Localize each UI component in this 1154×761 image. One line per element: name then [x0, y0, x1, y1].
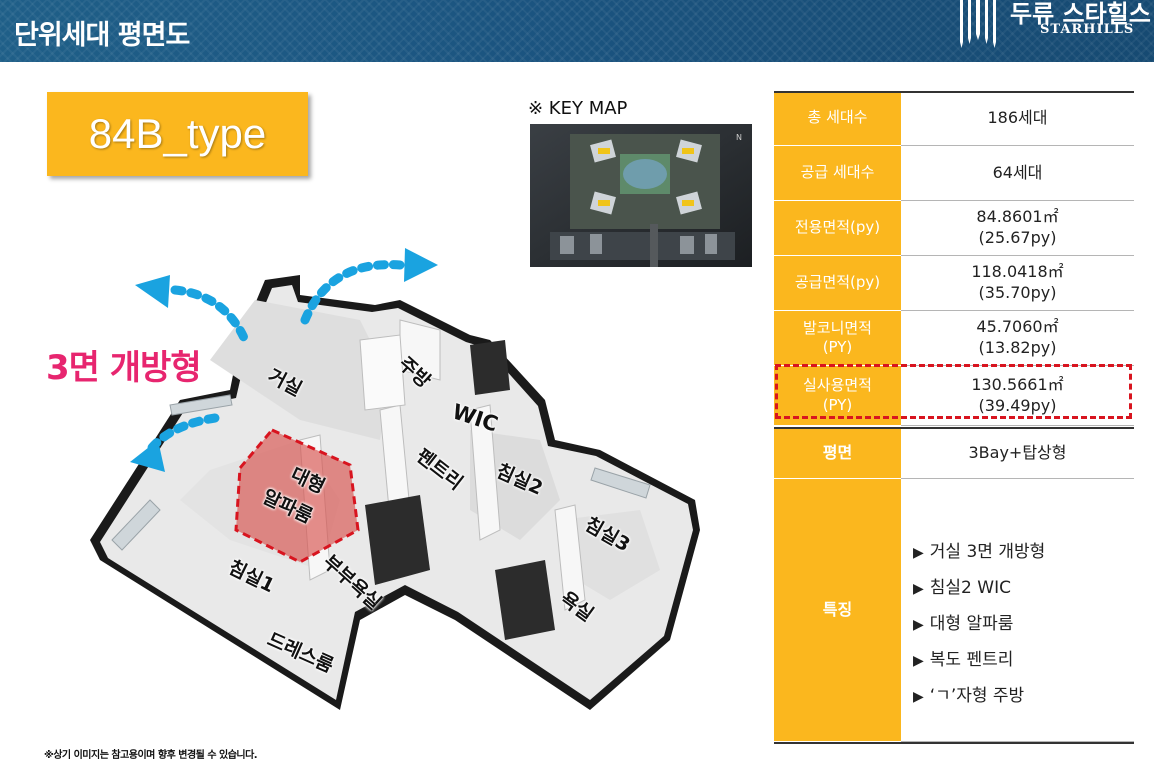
triangle-bullet-icon: ▶: [913, 581, 924, 597]
spec-value: 186세대: [901, 91, 1134, 146]
spec-row-features: 특징 ▶ 거실 3면 개방형 ▶ 침실2 WIC ▶ 대형 알파룸 ▶ 복도 펜트리 ▶…: [774, 479, 1134, 742]
spec-row-exclusive-area: 전용면적(py) 84.8601㎡ (25.67py): [774, 201, 1134, 256]
spec-label: 발코니면적 (PY): [774, 311, 901, 366]
feature-text: 복도 펜트리: [929, 650, 1014, 670]
spec-value: 84.8601㎡ (25.67py): [901, 201, 1134, 256]
table-middle-rule: [774, 427, 1134, 429]
triangle-bullet-icon: ▶: [913, 653, 924, 669]
spec-row-supply-households: 공급 세대수 64세대: [774, 146, 1134, 201]
feature-list: ▶ 거실 3면 개방형 ▶ 침실2 WIC ▶ 대형 알파룸 ▶ 복도 펜트리 ▶ ‘ㄱ’…: [913, 535, 1045, 715]
spec-value: 3Bay+탑상형: [901, 429, 1134, 479]
spec-label: 전용면적(py): [774, 201, 901, 256]
spec-row-total-households: 총 세대수 186세대: [774, 91, 1134, 146]
triangle-bullet-icon: ▶: [913, 545, 924, 561]
logo-english-text: STARHILLS: [1040, 22, 1135, 37]
openness-highlight-text: 3면 개방형: [46, 348, 202, 388]
spec-row-supply-area: 공급면적(py) 118.0418㎡ (35.70py): [774, 256, 1134, 311]
triangle-bullet-icon: ▶: [913, 689, 924, 705]
svg-text:N: N: [736, 133, 742, 142]
page-title: 단위세대 평면도: [14, 20, 190, 51]
brand-logo: 두류 스타힐스 STARHILLS: [950, 0, 1154, 62]
floorplan-structure: [90, 275, 700, 710]
unit-type-label: 84B_type: [88, 110, 267, 157]
header-bar: 단위세대 평면도 두류 스타힐스 STARHILLS: [0, 0, 1154, 62]
spec-value: 64세대: [901, 146, 1134, 201]
feature-item: ▶ 거실 3면 개방형: [913, 535, 1045, 571]
spec-label: 총 세대수: [774, 91, 901, 146]
table-top-rule: [774, 91, 1134, 93]
keymap-label: ※ KEY MAP: [528, 98, 628, 119]
table-bottom-rule: [774, 742, 1134, 744]
disclaimer-note: ※상기 이미지는 참고용이며 향후 변경될 수 있습니다.: [44, 750, 258, 761]
triangle-bullet-icon: ▶: [913, 617, 924, 633]
feature-item: ▶ ‘ㄱ’자형 주방: [913, 679, 1045, 715]
feature-item: ▶ 대형 알파룸: [913, 607, 1045, 643]
spec-label: 공급 세대수: [774, 146, 901, 201]
features-cell: ▶ 거실 3면 개방형 ▶ 침실2 WIC ▶ 대형 알파룸 ▶ 복도 펜트리 ▶ ‘ㄱ’…: [901, 479, 1134, 742]
logo-korean-text: 두류 스타힐스: [1010, 0, 1151, 28]
spec-label: 특징: [774, 479, 901, 742]
spec-value: 45.7060㎡ (13.82py): [901, 311, 1134, 366]
spec-value: 118.0418㎡ (35.70py): [901, 256, 1134, 311]
feature-item: ▶ 복도 펜트리: [913, 643, 1045, 679]
feature-text: 침실2 WIC: [929, 578, 1011, 598]
spec-row-layout: 평면 3Bay+탑상형: [774, 429, 1134, 479]
feature-item: ▶ 침실2 WIC: [913, 571, 1045, 607]
spec-label: 평면: [774, 429, 901, 479]
floorplan-illustration: [90, 248, 700, 710]
keymap-aerial-image: N: [530, 124, 752, 267]
unit-type-badge: 84B_type: [47, 92, 308, 176]
spec-label: 공급면적(py): [774, 256, 901, 311]
feature-text: 거실 3면 개방형: [929, 542, 1046, 562]
spec-row-balcony-area: 발코니면적 (PY) 45.7060㎡ (13.82py): [774, 311, 1134, 366]
feature-text: 대형 알파룸: [929, 614, 1014, 634]
actual-area-highlight-box: [775, 364, 1132, 419]
crown-emblem-icon: [960, 0, 996, 48]
arrow-heads: [130, 248, 438, 472]
feature-text: ‘ㄱ’자형 주방: [929, 686, 1025, 706]
